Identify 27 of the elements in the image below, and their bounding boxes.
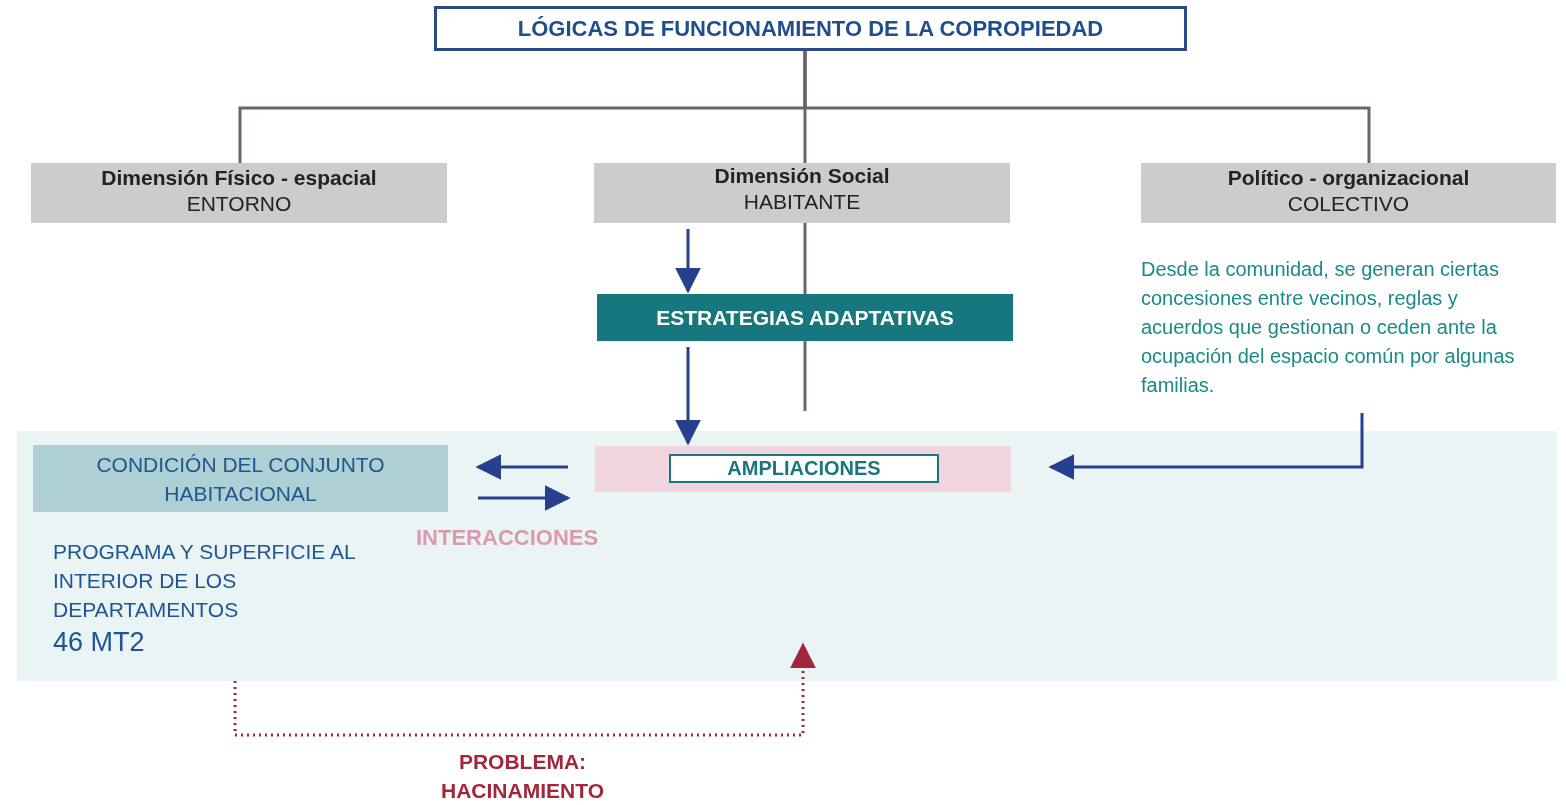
dotted-arrow	[233, 642, 816, 737]
zone-band	[17, 431, 1557, 681]
dimension-subtitle: COLECTIVO	[1286, 191, 1411, 217]
connector-line	[803, 51, 1371, 163]
dimension-title: Político - organizacional	[1226, 165, 1471, 191]
dimension-box	[31, 163, 447, 223]
arrow	[478, 485, 571, 511]
condition-box: CONDICIÓN DEL CONJUNTO HABITACIONAL	[33, 445, 448, 512]
extension-band	[595, 446, 1011, 492]
area-value: 46 MT2	[53, 626, 146, 659]
arrow	[675, 347, 701, 446]
arrow	[475, 454, 568, 480]
dimension-subtitle: HABITANTE	[742, 189, 862, 215]
interaction-label: INTERACCIONES	[416, 525, 599, 551]
dimension-box	[1141, 163, 1556, 223]
description-text: Desde la comunidad, se generan ciertas concesiones entre vecinos, reglas y acuerdos que gestionan o ceden ante la ocupación del espacio común por algunas familias.	[1141, 255, 1533, 401]
dimension-title: Dimensión Físico - espacial	[100, 165, 378, 191]
dimension-title: Dimensión Social	[713, 163, 891, 189]
dimension-subtitle: ENTORNO	[185, 191, 293, 217]
dimension-box	[594, 163, 1010, 223]
title: LÓGICAS DE FUNCIONAMIENTO DE LA COPROPIEDAD	[517, 15, 1104, 42]
arrow	[675, 229, 701, 294]
title-box	[434, 6, 1187, 51]
arrow	[1048, 413, 1364, 480]
program-description: PROGRAMA Y SUPERFICIE AL INTERIOR DE LOS DEPARTAMENTOS	[53, 539, 356, 623]
strategy-box: ESTRATEGIAS ADAPTATIVAS	[597, 294, 1013, 341]
extensions-box: AMPLIACIONES	[669, 454, 939, 483]
